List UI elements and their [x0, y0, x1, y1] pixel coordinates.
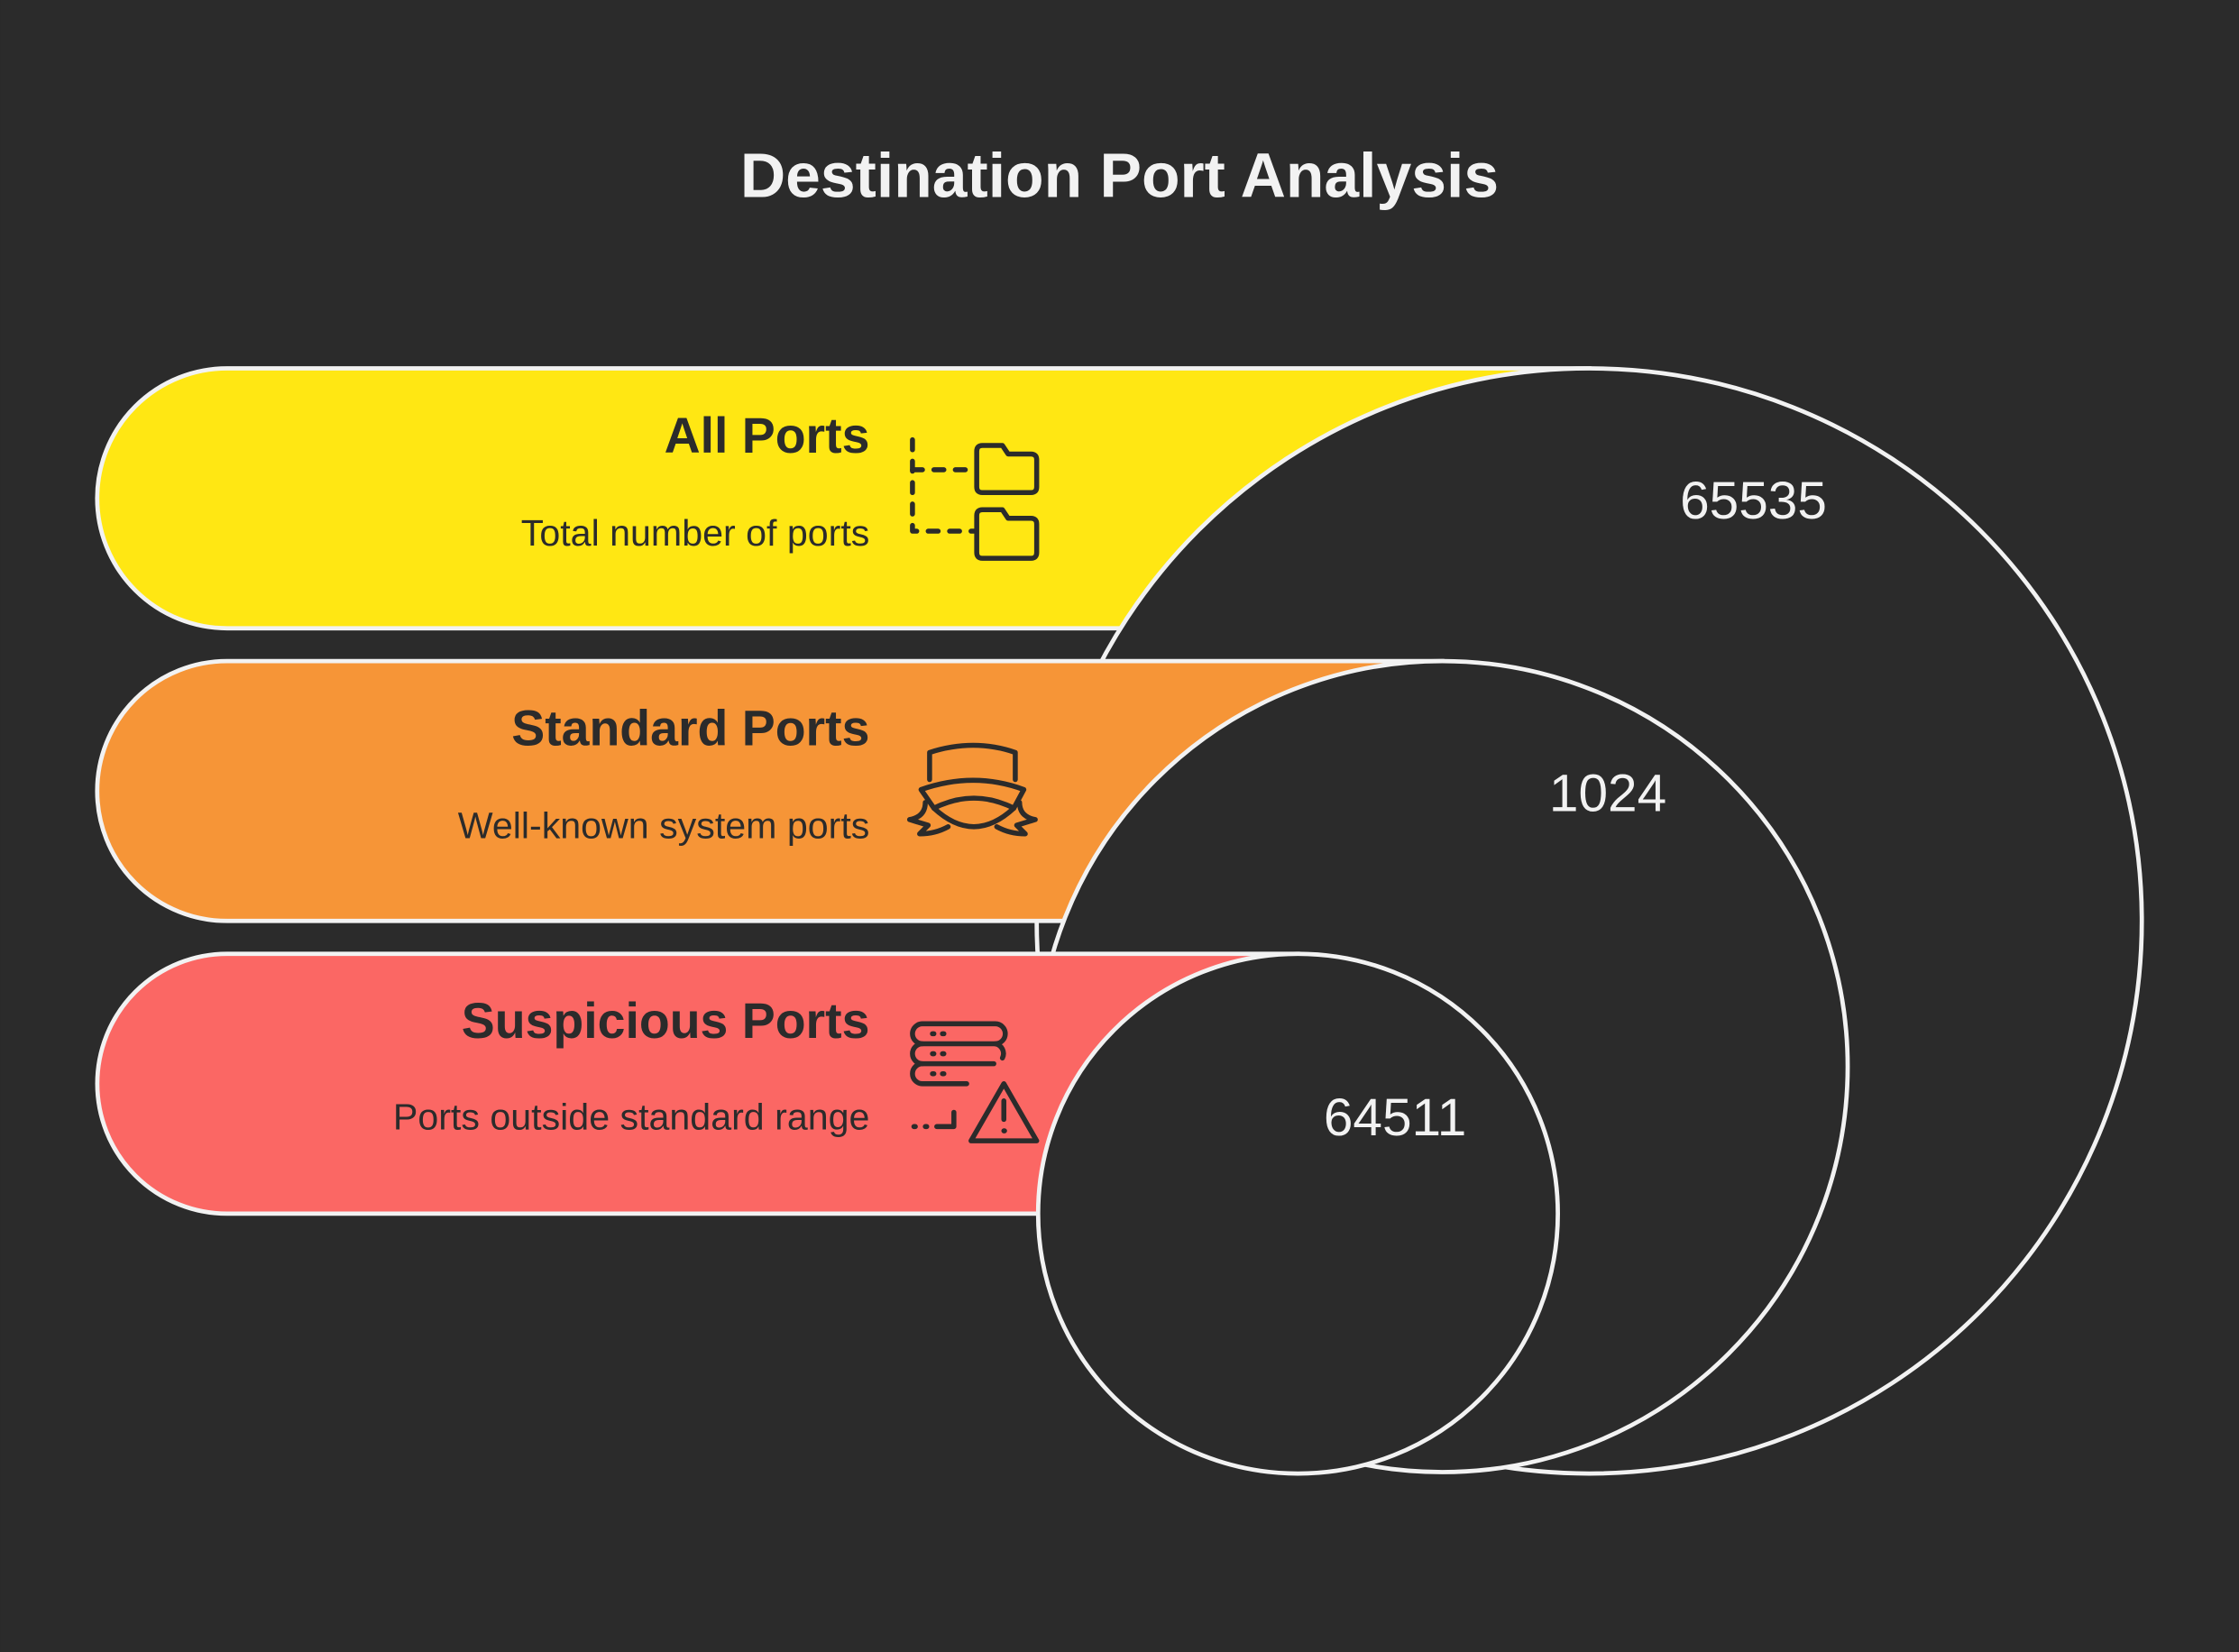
suspicious-ports-group: Suspicious Ports Ports outside standard …	[95, 951, 1560, 1476]
badge-ribbon-icon	[906, 742, 1038, 837]
suspicious-ports-label: Suspicious Ports	[462, 993, 870, 1049]
suspicious-ports-description: Ports outside standard range	[393, 1096, 870, 1137]
server-warning-icon	[910, 1021, 1040, 1143]
standard-ports-value: 1024	[1549, 764, 1666, 822]
suspicious-ports-value: 64511	[1324, 1088, 1467, 1147]
all-ports-label: All Ports	[665, 408, 870, 463]
standard-ports-description: Well-known system ports	[458, 804, 870, 846]
diagram-title: Destination Port Analysis	[740, 141, 1499, 211]
all-ports-value: 65535	[1680, 472, 1827, 530]
suspicious-ports-circle	[1035, 951, 1560, 1476]
standard-ports-label: Standard Ports	[511, 701, 869, 757]
folder-tree-icon	[910, 436, 1040, 561]
suspicious-ports-band	[95, 951, 1300, 1216]
all-ports-description: Total number of ports	[521, 512, 870, 554]
